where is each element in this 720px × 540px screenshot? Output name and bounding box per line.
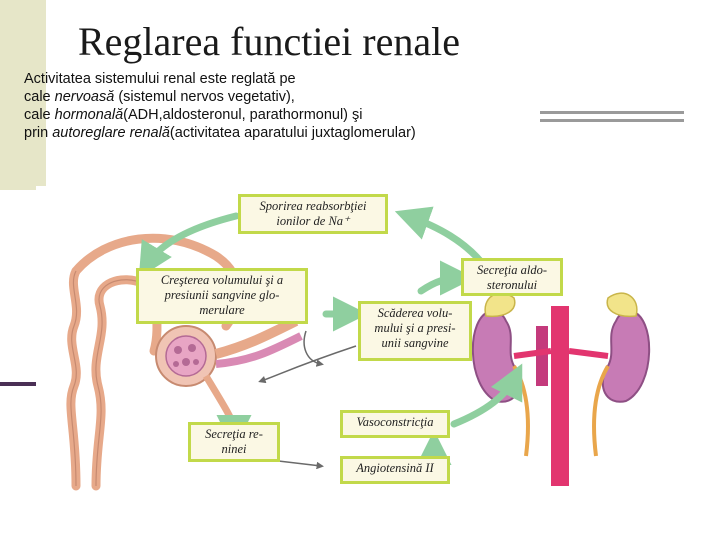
renal-regulation-diagram: Sporirea reabsorbţiei ionilor de Na⁺ Cre… — [36, 186, 688, 502]
label-increase-line: presiunii sangvine glo- — [164, 288, 280, 302]
arrow-vasoconstriction-to-kidney — [450, 363, 523, 428]
label-increase-line: merulare — [199, 303, 245, 317]
intro-line: cale hormonală(ADH,aldosteronul, paratho… — [24, 107, 363, 123]
intro-line: Activitatea sistemului renal este reglat… — [24, 71, 296, 87]
kidneys-and-aorta — [471, 292, 651, 486]
label-angiotensin-ii: Angiotensină II — [340, 456, 450, 484]
label-vasoconstriction: Vasoconstricţia — [340, 410, 450, 438]
decorative-side-bar — [0, 0, 46, 190]
arrow-feedback-loop — [303, 330, 324, 367]
afferent-arteriole — [214, 316, 299, 359]
label-renin-line: Secreţia re- — [205, 427, 263, 441]
label-sodium-line: Sporirea reabsorbţiei — [259, 199, 367, 213]
intro-text: Activitatea sistemului renal este reglat… — [24, 70, 416, 142]
label-volume-decrease: Scăderea volu- mului şi a presi- unii sa… — [358, 301, 472, 361]
glomerulus — [155, 325, 217, 387]
decorative-rule — [540, 111, 684, 114]
label-decrease-line: mului şi a presi- — [374, 321, 456, 335]
label-aldosterone-secretion: Secreţia aldo- steronului — [461, 258, 563, 296]
diagram-illustration — [66, 206, 651, 491]
arrow-decrease-to-feedback — [258, 345, 357, 384]
arrow-decrease-to-aldosterone — [417, 260, 475, 296]
label-sodium-reabsorption: Sporirea reabsorbţiei ionilor de Na⁺ — [238, 194, 388, 234]
efferent-arteriole — [215, 332, 303, 368]
label-aldosterone-line: Secreţia aldo- — [476, 263, 547, 277]
decorative-rule — [540, 119, 684, 122]
label-decrease-line: unii sangvine — [381, 336, 449, 350]
intro-line: cale nervoasă (sistemul nervos vegetativ… — [24, 89, 295, 105]
label-increase-line: Creşterea volumului şi a — [160, 273, 284, 287]
decorative-side-line — [0, 382, 40, 386]
label-renin-line: ninei — [221, 442, 247, 456]
label-renin-secretion: Secreţia re- ninei — [188, 422, 280, 462]
label-volume-increase: Creşterea volumului şi a presiunii sangv… — [136, 268, 308, 324]
label-sodium-line: ionilor de Na⁺ — [276, 214, 350, 228]
label-decrease-line: Scăderea volu- — [377, 306, 453, 320]
arrow-sodium-to-volume — [138, 212, 240, 278]
intro-line: prin autoreglare renală(activitatea apar… — [24, 125, 416, 141]
label-aldosterone-line: steronului — [486, 278, 538, 292]
page-title: Reglarea functiei renale — [78, 19, 460, 64]
